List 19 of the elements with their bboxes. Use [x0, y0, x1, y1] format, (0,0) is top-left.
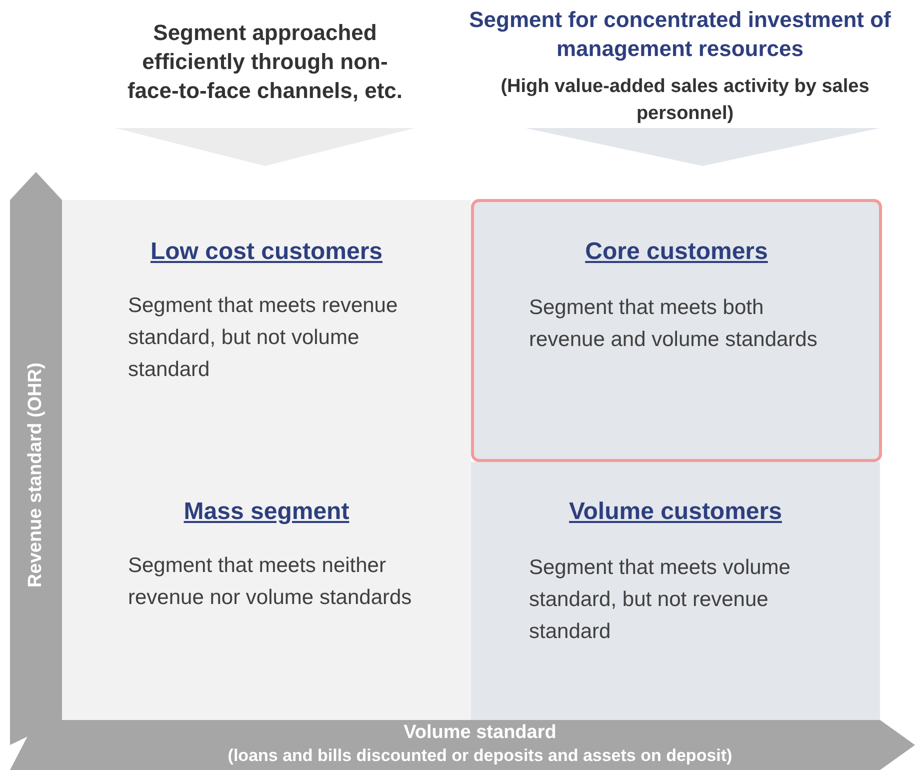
quadrant-box	[471, 462, 880, 720]
pointer-chevron	[525, 128, 880, 166]
quadrant-heading: Volume customers	[569, 498, 782, 525]
column-heading: Segment for concentrated investment of management resources	[468, 6, 892, 63]
quadrant-box	[62, 462, 471, 720]
column-heading: Segment approached efficiently through non-face-to-face channels, etc.	[126, 19, 404, 105]
quadrant-description: Segment that meets revenue standard, but not volume standard	[128, 293, 399, 383]
column-note: (High value-added sales activity by sales personnel)	[500, 75, 870, 126]
quadrant-box	[471, 199, 882, 462]
axis-label: (loans and bills discounted or deposits and assets on deposit)	[226, 745, 734, 767]
quadrant-heading: Mass segment	[184, 498, 350, 525]
quadrant-heading: Core customers	[585, 238, 768, 265]
axis-label: Revenue standard (OHR)	[24, 362, 47, 590]
quadrant-description: Segment that meets volume standard, but not revenue standard	[529, 555, 792, 645]
quadrant-box	[62, 200, 471, 462]
quadrant-description: Segment that meets both revenue and volume standards	[529, 295, 818, 353]
quadrant-heading: Low cost customers	[150, 238, 383, 265]
axis-label: Volume standard	[402, 721, 558, 745]
quadrant-description: Segment that meets neither revenue nor volume standards	[128, 553, 413, 611]
